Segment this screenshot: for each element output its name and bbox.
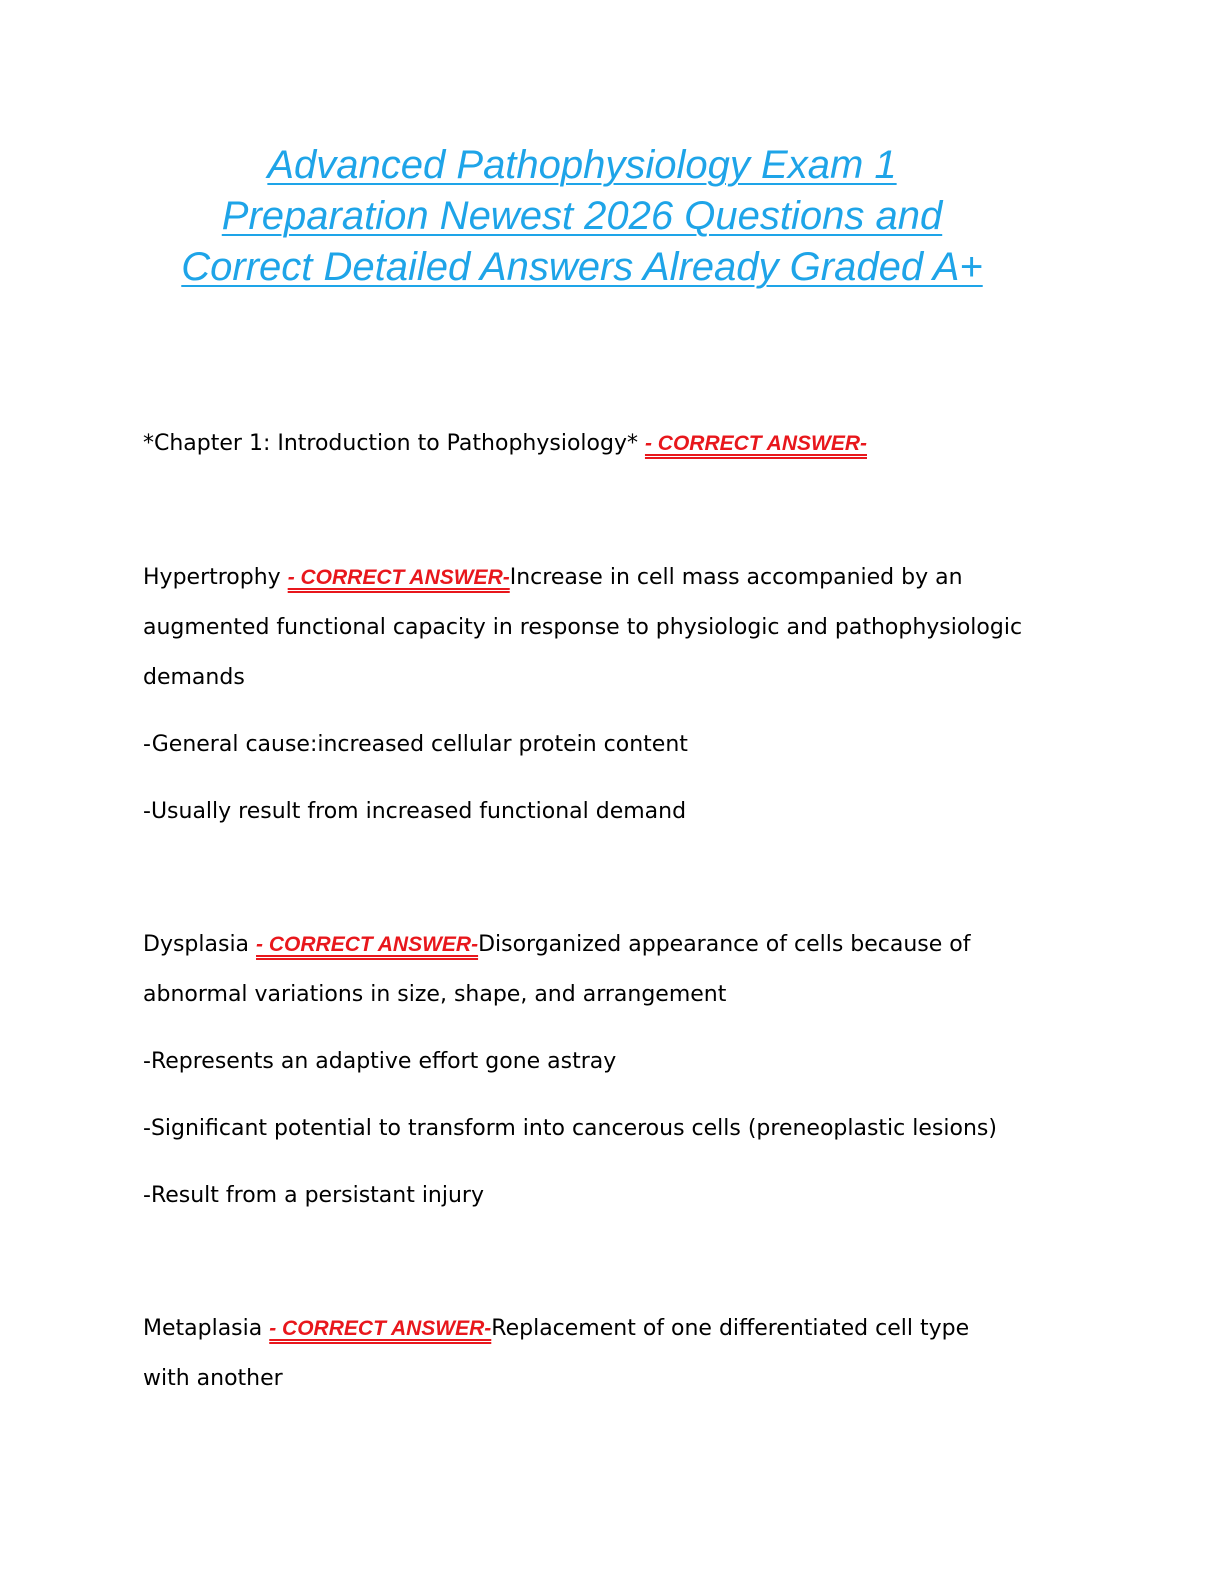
- entry-term: Dysplasia: [143, 932, 257, 957]
- correct-answer-tag: - CORRECT ANSWER-: [287, 566, 510, 589]
- document-title: Advanced Pathophysiology Exam 1 Preparat…: [100, 140, 1064, 293]
- entry-line: Hypertrophy - CORRECT ANSWER-Increase in…: [143, 553, 1073, 603]
- title-line-3: Correct Detailed Answers Already Graded …: [181, 245, 983, 289]
- title-line-2: Preparation Newest 2026 Questions and: [221, 194, 943, 238]
- entry-point: -Result from a persistant injury: [143, 1183, 484, 1208]
- entry-definition: with another: [143, 1366, 283, 1391]
- correct-answer-tag: - CORRECT ANSWER-: [644, 432, 867, 455]
- entry-definition: Disorganized appearance of cells because…: [478, 932, 971, 957]
- correct-answer-tag: - CORRECT ANSWER-: [269, 1317, 492, 1340]
- entry-hypertrophy: Hypertrophy - CORRECT ANSWER-Increase in…: [143, 553, 1073, 703]
- entry-dysplasia: Dysplasia - CORRECT ANSWER-Disorganized …: [143, 920, 1073, 1020]
- chapter-heading: *Chapter 1: Introduction to Pathophysiol…: [143, 419, 1073, 469]
- entry-point: -Represents an adaptive effort gone astr…: [143, 1049, 617, 1074]
- entry-metaplasia: Metaplasia - CORRECT ANSWER-Replacement …: [143, 1304, 1073, 1404]
- chapter-heading-text: *Chapter 1: Introduction to Pathophysiol…: [143, 431, 645, 456]
- entry-definition: Replacement of one differentiated cell t…: [491, 1316, 970, 1341]
- entry-point: -Significant potential to transform into…: [143, 1116, 997, 1141]
- title-line-1: Advanced Pathophysiology Exam 1: [267, 143, 897, 187]
- entry-definition: augmented functional capacity in respons…: [143, 615, 1023, 640]
- entry-definition: demands: [143, 665, 245, 690]
- entry-definition: Increase in cell mass accompanied by an: [509, 565, 963, 590]
- entry-term: Metaplasia: [143, 1316, 270, 1341]
- entry-point: -Usually result from increased functiona…: [143, 799, 687, 824]
- entry-term: Hypertrophy: [143, 565, 288, 590]
- entry-definition: abnormal variations in size, shape, and …: [143, 982, 727, 1007]
- entry-line: Metaplasia - CORRECT ANSWER-Replacement …: [143, 1304, 1073, 1354]
- correct-answer-tag: - CORRECT ANSWER-: [256, 933, 479, 956]
- entry-point: -General cause:increased cellular protei…: [143, 732, 688, 757]
- entry-line: Dysplasia - CORRECT ANSWER-Disorganized …: [143, 920, 1073, 970]
